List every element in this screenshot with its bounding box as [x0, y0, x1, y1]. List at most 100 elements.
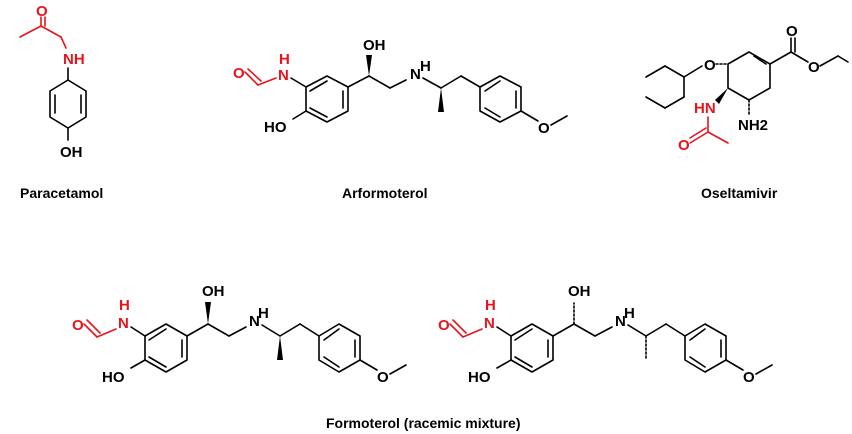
- formoterol-caption: Formoterol (racemic mixture): [326, 415, 521, 431]
- formoterol-methoxy-o: O: [377, 369, 389, 386]
- bond: [689, 127, 707, 139]
- formoterol-amide-h: H: [119, 297, 130, 314]
- formoterol-ring: [144, 323, 188, 373]
- bond: [449, 323, 464, 338]
- arformoterol-amide-h: H: [279, 51, 290, 68]
- bond: [60, 36, 67, 49]
- arformoterol-h: H: [420, 58, 431, 75]
- bond: [40, 25, 62, 38]
- arformoterol-formyl-o: O: [233, 65, 245, 82]
- stereo-wedge: [205, 302, 211, 324]
- bond: [665, 323, 686, 337]
- bond: [550, 115, 568, 126]
- bond: [148, 328, 167, 341]
- bond: [148, 356, 167, 368]
- formoterol-r-structure: O H N HO OH N H O: [72, 283, 407, 386]
- oseltamivir-caption: Oseltamivir: [701, 185, 778, 201]
- bond: [514, 328, 533, 341]
- oseltamivir-hn: HN: [694, 100, 716, 117]
- bond: [228, 326, 247, 337]
- bond: [755, 364, 773, 375]
- bond: [790, 51, 809, 63]
- arformoterol-n: N: [410, 66, 421, 83]
- paracetamol-structure: O NH OH Paracetamol: [19, 3, 103, 201]
- bond: [83, 323, 98, 338]
- formoterol-ho: HO: [102, 369, 125, 386]
- bond: [627, 324, 647, 337]
- bond: [244, 71, 259, 86]
- bond: [299, 323, 320, 337]
- bond: [645, 323, 667, 337]
- bond: [664, 96, 685, 109]
- bond: [689, 131, 709, 144]
- bond: [462, 328, 483, 338]
- formoterol-amine-h: H: [258, 305, 269, 322]
- oseltamivir-carbonyl-o: O: [786, 23, 798, 40]
- bond: [359, 359, 378, 371]
- arformoterol-structure: O H N HO OH N H O Arformoterol: [233, 37, 568, 201]
- bond: [594, 326, 613, 337]
- bond: [689, 328, 706, 341]
- bond: [130, 359, 146, 369]
- bond: [130, 326, 146, 337]
- bond: [725, 359, 744, 371]
- arformoterol-ho: HO: [264, 119, 287, 136]
- bond: [440, 75, 462, 89]
- bond: [819, 55, 839, 67]
- bond: [484, 107, 501, 118]
- stereo-wedge: [438, 88, 444, 112]
- stereo-wedge: [277, 336, 283, 360]
- bond: [769, 51, 792, 65]
- bond: [683, 65, 703, 78]
- bond: [496, 359, 512, 369]
- bond: [484, 80, 501, 92]
- formoterol-amine-n: N: [615, 313, 626, 330]
- formoterol-formyl-o: O: [438, 317, 450, 334]
- oseltamivir-ether-o: O: [704, 57, 716, 74]
- bond: [422, 77, 442, 89]
- bond: [309, 107, 328, 118]
- bond: [496, 326, 512, 337]
- formoterol-ring-2: [684, 323, 727, 373]
- bond: [207, 323, 230, 337]
- oseltamivir-ring: [727, 51, 771, 101]
- paracetamol-caption: Paracetamol: [20, 185, 103, 201]
- arformoterol-ring: [305, 75, 349, 123]
- bond: [368, 75, 391, 89]
- arformoterol-amide-n: N: [278, 67, 289, 84]
- bond: [645, 65, 666, 78]
- formoterol-ho: HO: [468, 369, 491, 386]
- oseltamivir-structure: O O O HN O NH2 Oseltamivir: [645, 23, 849, 201]
- arformoterol-caption: Arformoterol: [342, 185, 428, 201]
- oseltamivir-ester-o: O: [808, 59, 820, 76]
- formoterol-amide-n: N: [484, 315, 495, 332]
- stereo-wedge: [366, 55, 372, 76]
- formoterol-formyl-o: O: [72, 317, 84, 334]
- bond: [552, 323, 575, 337]
- bond: [753, 55, 767, 65]
- bond: [452, 319, 467, 334]
- formoterol-amine-h: H: [624, 305, 635, 322]
- bond: [520, 110, 539, 122]
- bond: [664, 65, 685, 78]
- bond: [707, 131, 729, 144]
- bond: [19, 25, 42, 38]
- formoterol-ring-2: [318, 323, 361, 373]
- bond: [573, 323, 596, 337]
- bond: [645, 96, 666, 109]
- bond: [389, 364, 407, 375]
- bond: [86, 319, 101, 334]
- bond: [290, 77, 307, 88]
- paracetamol-carbonyl-o: O: [36, 3, 48, 20]
- arformoterol-methoxy-o: O: [538, 120, 550, 137]
- bond: [460, 75, 481, 88]
- bond: [96, 328, 117, 338]
- formoterol-oh: OH: [202, 283, 225, 300]
- bond: [279, 323, 301, 337]
- bond: [837, 55, 849, 63]
- bond: [323, 356, 340, 368]
- oseltamivir-nh2: NH2: [738, 117, 768, 134]
- oseltamivir-amide-o: O: [678, 137, 690, 154]
- bond: [389, 79, 407, 89]
- formoterol-oh: OH: [568, 283, 591, 300]
